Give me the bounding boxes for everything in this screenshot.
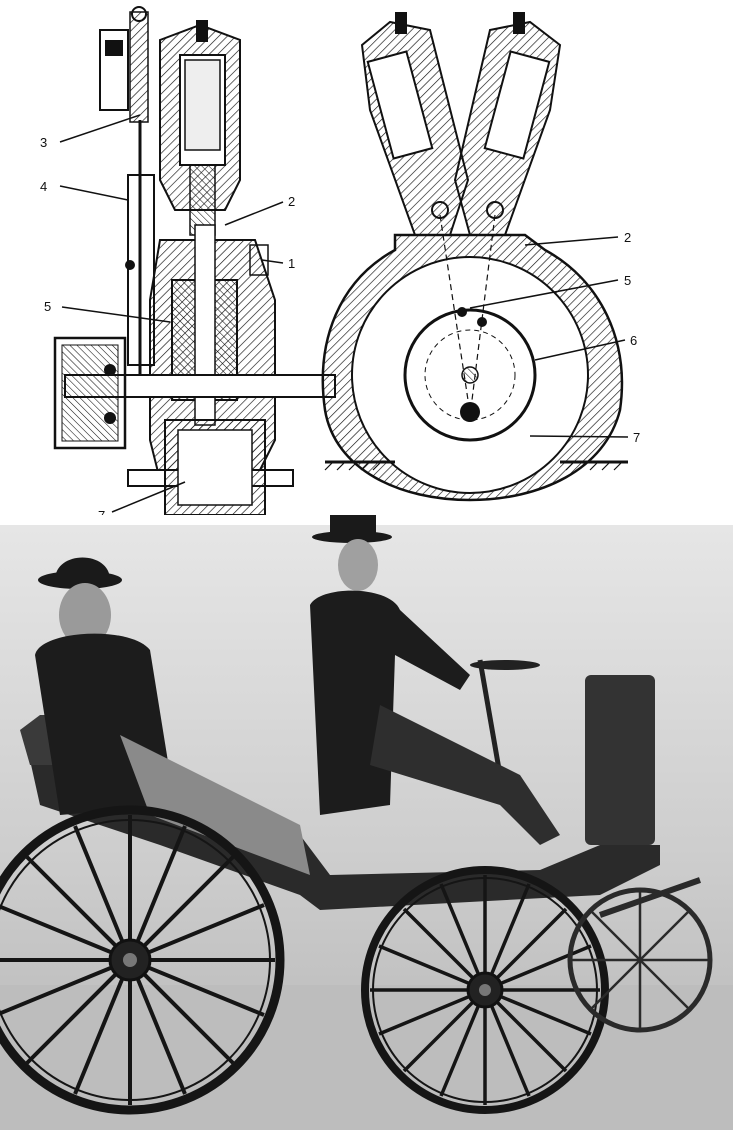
crank-center: [461, 366, 479, 384]
leader-2-left: [224, 201, 284, 226]
rod-line-right: [471, 214, 496, 401]
pulley: [53, 336, 127, 450]
callout-4: 4: [40, 179, 47, 194]
valve-cap: [131, 6, 147, 22]
v-plug-right: [513, 12, 525, 34]
pulley-bolt-bottom: [104, 412, 116, 424]
leader-5-right: [469, 279, 619, 309]
base-hatch-left: [324, 461, 382, 471]
right-view-leaders: [469, 236, 629, 438]
rod-line-left: [439, 214, 469, 401]
front-wheel: [361, 866, 609, 1114]
valve-box: [99, 29, 129, 111]
sump-chamber: [177, 429, 253, 506]
callout-7-left: 7: [98, 508, 105, 515]
front-dashboard: [585, 675, 655, 845]
valve-block: [105, 40, 123, 56]
spark-plug: [196, 20, 208, 42]
leader-4: [59, 185, 129, 201]
leader-7-right: [529, 435, 629, 438]
callout-3: 3: [40, 135, 47, 150]
left-view-leaders: [59, 114, 284, 513]
callout-2-right: 2: [624, 230, 631, 245]
callout-5-right: 5: [624, 273, 631, 288]
rod-end-right: [477, 317, 487, 327]
far-front-wheel: [567, 887, 713, 1033]
leader-5-left: [61, 306, 171, 323]
callout-2-left: 2: [288, 194, 295, 209]
photo-svg: [0, 515, 733, 1130]
leader-7-left: [111, 481, 186, 513]
top-hat: [330, 515, 376, 539]
leader-6: [534, 339, 626, 361]
driver-legs: [370, 705, 560, 845]
driver-face: [338, 539, 378, 591]
leader-3: [59, 114, 141, 143]
passenger-legs: [120, 735, 310, 875]
engine-diagram-svg: 3 4 2 1 5 7 2 5 6 7: [40, 6, 640, 515]
callout-1: 1: [288, 256, 295, 271]
steering-column: [477, 659, 503, 776]
bearing-cap: [249, 244, 269, 276]
callout-5-left: 5: [44, 299, 51, 314]
v-bore-left: [366, 50, 434, 160]
motor-carriage-photo: [0, 515, 733, 1130]
base-hatch-right: [565, 461, 623, 471]
bowler-hat: [55, 557, 110, 580]
v-plug-left: [395, 12, 407, 34]
rod-pivot: [125, 260, 135, 270]
piston: [184, 59, 221, 151]
passenger-face: [59, 583, 111, 647]
single-cylinder-section: [53, 6, 336, 515]
tiller: [470, 660, 540, 670]
driver-coat: [310, 590, 470, 815]
driver: [310, 515, 560, 845]
rear-passenger: [35, 557, 310, 875]
rod-end-left: [457, 307, 467, 317]
engine-diagram-panel: 3 4 2 1 5 7 2 5 6 7: [0, 0, 733, 515]
rear-wheel: [0, 805, 285, 1115]
pulley-inner: [61, 344, 119, 442]
pulley-bolt-top: [104, 364, 116, 376]
crank-circle: [424, 329, 516, 421]
leader-2-right: [524, 236, 619, 246]
v-twin-section: [321, 12, 628, 502]
valve-stem-housing: [129, 11, 149, 123]
v-bore-right: [483, 50, 551, 160]
shaft-bar: [599, 877, 701, 918]
callout-7-right: 7: [633, 430, 640, 445]
callout-6: 6: [630, 333, 637, 348]
crank-pin: [460, 402, 480, 422]
leader-1: [261, 259, 284, 264]
